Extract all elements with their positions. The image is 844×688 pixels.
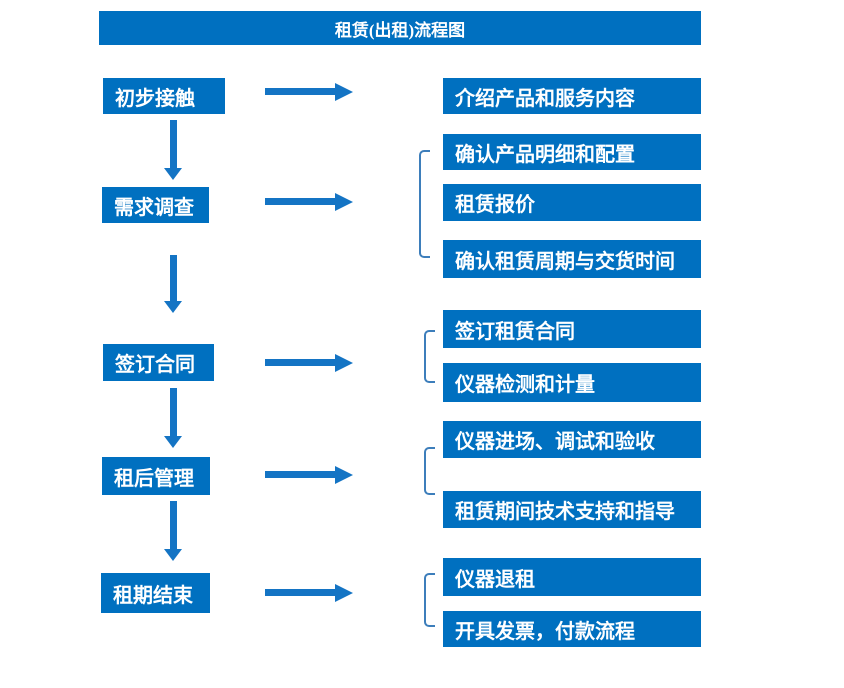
detail-box-instrument-return: 仪器退租 <box>443 558 701 596</box>
right-arrow-3 <box>265 354 353 372</box>
detail-box-rental-quotation: 租赁报价 <box>443 184 701 221</box>
step-box-sign-contract: 签订合同 <box>103 344 214 381</box>
detail-box-sign-rental-contract: 签订租赁合同 <box>443 310 701 348</box>
down-arrow-2-shaft <box>170 255 177 301</box>
detail-box-introduce-products-services: 介绍产品和服务内容 <box>443 78 701 114</box>
step-box-initial-contact: 初步接触 <box>103 78 225 114</box>
detail-box-invoice-payment: 开具发票，付款流程 <box>443 611 701 647</box>
step-box-post-rental-management: 租后管理 <box>102 457 210 495</box>
bracket-rental-end-group <box>424 573 435 627</box>
detail-box-instrument-setup-acceptance: 仪器进场、调试和验收 <box>443 421 701 458</box>
bracket-post-rental-group <box>424 447 435 495</box>
detail-box-instrument-inspection: 仪器检测和计量 <box>443 363 701 402</box>
down-arrow-1 <box>164 120 183 180</box>
bracket-sign-contract-group <box>424 330 435 383</box>
right-arrow-5-shaft <box>265 589 335 596</box>
step-box-rental-end: 租期结束 <box>101 573 210 613</box>
right-arrow-4-shaft <box>265 471 335 478</box>
down-arrow-4-head <box>164 549 182 561</box>
detail-box-confirm-product-details: 确认产品明细和配置 <box>443 134 701 170</box>
step-box-demand-survey: 需求调查 <box>102 187 209 223</box>
right-arrow-1 <box>265 83 353 101</box>
down-arrow-2 <box>164 255 183 313</box>
right-arrow-5 <box>265 584 353 602</box>
down-arrow-3 <box>164 388 183 448</box>
down-arrow-3-shaft <box>170 388 177 436</box>
right-arrow-3-head <box>335 354 353 372</box>
flowchart-title: 租赁(出租)流程图 <box>99 11 701 45</box>
right-arrow-5-head <box>335 584 353 602</box>
right-arrow-3-shaft <box>265 359 335 366</box>
right-arrow-1-head <box>335 83 353 101</box>
down-arrow-4-shaft <box>170 501 177 549</box>
detail-box-confirm-rental-period-delivery: 确认租赁周期与交货时间 <box>443 240 701 278</box>
down-arrow-1-shaft <box>170 120 177 168</box>
detail-box-technical-support: 租赁期间技术支持和指导 <box>443 491 701 528</box>
down-arrow-3-head <box>164 436 182 448</box>
down-arrow-1-head <box>164 168 182 180</box>
right-arrow-2 <box>265 193 353 211</box>
right-arrow-4-head <box>335 466 353 484</box>
right-arrow-2-shaft <box>265 198 335 205</box>
right-arrow-2-head <box>335 193 353 211</box>
bracket-demand-survey-group <box>419 150 430 258</box>
right-arrow-4 <box>265 466 353 484</box>
down-arrow-2-head <box>164 301 182 313</box>
down-arrow-4 <box>164 501 183 561</box>
right-arrow-1-shaft <box>265 88 335 95</box>
